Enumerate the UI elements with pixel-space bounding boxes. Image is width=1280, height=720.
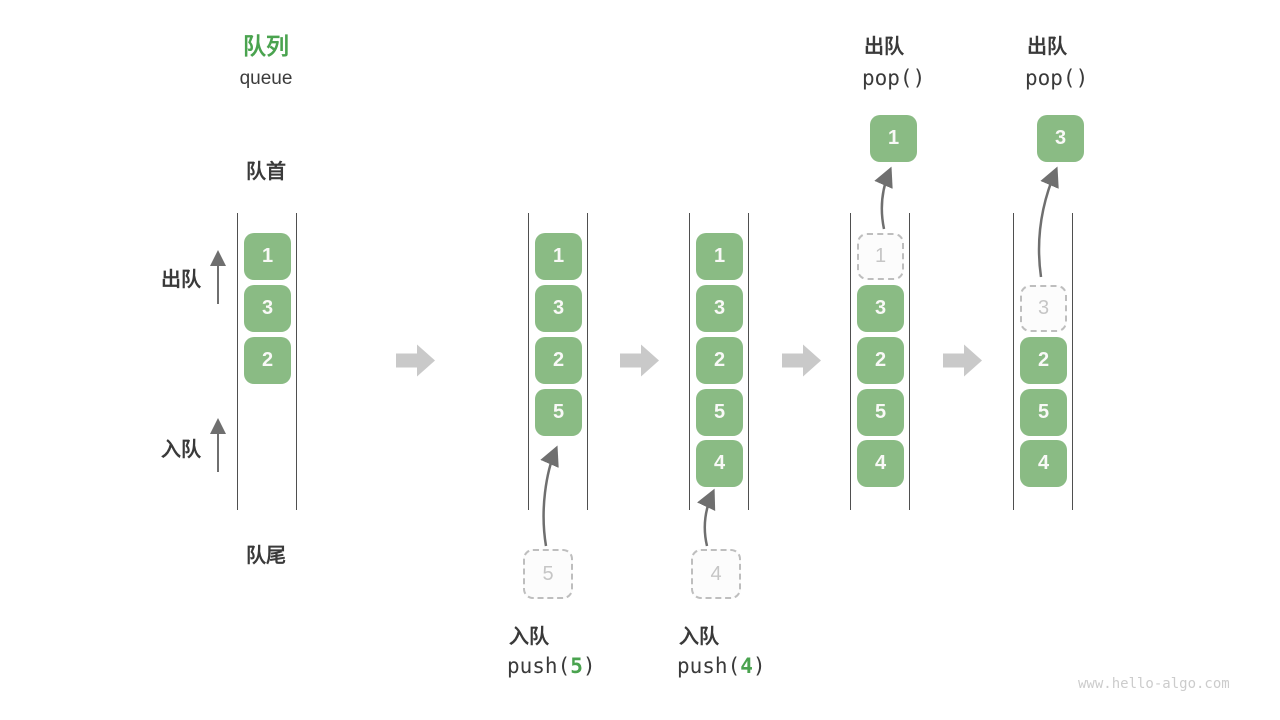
queue-element: 5 — [1020, 389, 1067, 436]
enqueue-op-code: push(4) — [677, 654, 766, 678]
queue-element: 4 — [1020, 440, 1067, 487]
code-arg: 4 — [740, 654, 753, 678]
queue-element: 5 — [535, 389, 582, 436]
queue-element: 3 — [244, 285, 291, 332]
queue-element: 3 — [857, 285, 904, 332]
state-transition-arrow-icon — [396, 344, 435, 377]
enqueue-op-label: 入队 — [679, 626, 719, 648]
queue-element: 5 — [696, 389, 743, 436]
queue-container-2 — [528, 213, 588, 510]
diagram-title-en: queue — [239, 68, 293, 89]
queue-element: 4 — [857, 440, 904, 487]
dequeue-op-label: 出队 — [1027, 36, 1067, 58]
queue-element: 2 — [535, 337, 582, 384]
enqueue-op-label: 入队 — [509, 626, 549, 648]
code-fn-close: ) — [582, 654, 596, 678]
code-fn-close: ) — [752, 654, 766, 678]
watermark: www.hello-algo.com — [1078, 676, 1230, 692]
state-transition-arrow-icon — [782, 344, 821, 377]
queue-element: 2 — [696, 337, 743, 384]
code-fn-open: push( — [677, 654, 741, 678]
diagram-title-zh: 队列 — [243, 33, 289, 59]
dequeue-side-label: 出队 — [161, 269, 201, 291]
queue-element: 3 — [535, 285, 582, 332]
enqueue-op-code: push(5) — [507, 654, 596, 678]
queue-element-removed: 1 — [857, 233, 904, 280]
code-fn-open: push( — [507, 654, 571, 678]
queue-container-3 — [689, 213, 749, 510]
dequeue-op-label: 出队 — [864, 36, 904, 58]
staged-element: 5 — [523, 549, 573, 599]
staged-element: 4 — [691, 549, 741, 599]
queue-container-5 — [1013, 213, 1073, 510]
queue-element: 5 — [857, 389, 904, 436]
enqueue-side-label: 入队 — [161, 439, 201, 461]
queue-front-label: 队首 — [246, 161, 286, 183]
queue-element: 2 — [857, 337, 904, 384]
queue-element: 3 — [696, 285, 743, 332]
dequeue-op-code: pop() — [862, 66, 926, 90]
queue-container-1 — [237, 213, 297, 510]
code-arg: 5 — [570, 654, 583, 678]
state-transition-arrow-icon — [620, 344, 659, 377]
popped-element: 1 — [870, 115, 917, 162]
queue-element: 2 — [244, 337, 291, 384]
dequeue-op-code: pop() — [1025, 66, 1089, 90]
popped-element: 3 — [1037, 115, 1084, 162]
queue-rear-label: 队尾 — [246, 545, 286, 567]
queue-element-removed: 3 — [1020, 285, 1067, 332]
queue-element: 1 — [244, 233, 291, 280]
state-transition-arrow-icon — [943, 344, 982, 377]
queue-element: 1 — [535, 233, 582, 280]
queue-element: 2 — [1020, 337, 1067, 384]
queue-element: 4 — [696, 440, 743, 487]
queue-container-4 — [850, 213, 910, 510]
queue-element: 1 — [696, 233, 743, 280]
